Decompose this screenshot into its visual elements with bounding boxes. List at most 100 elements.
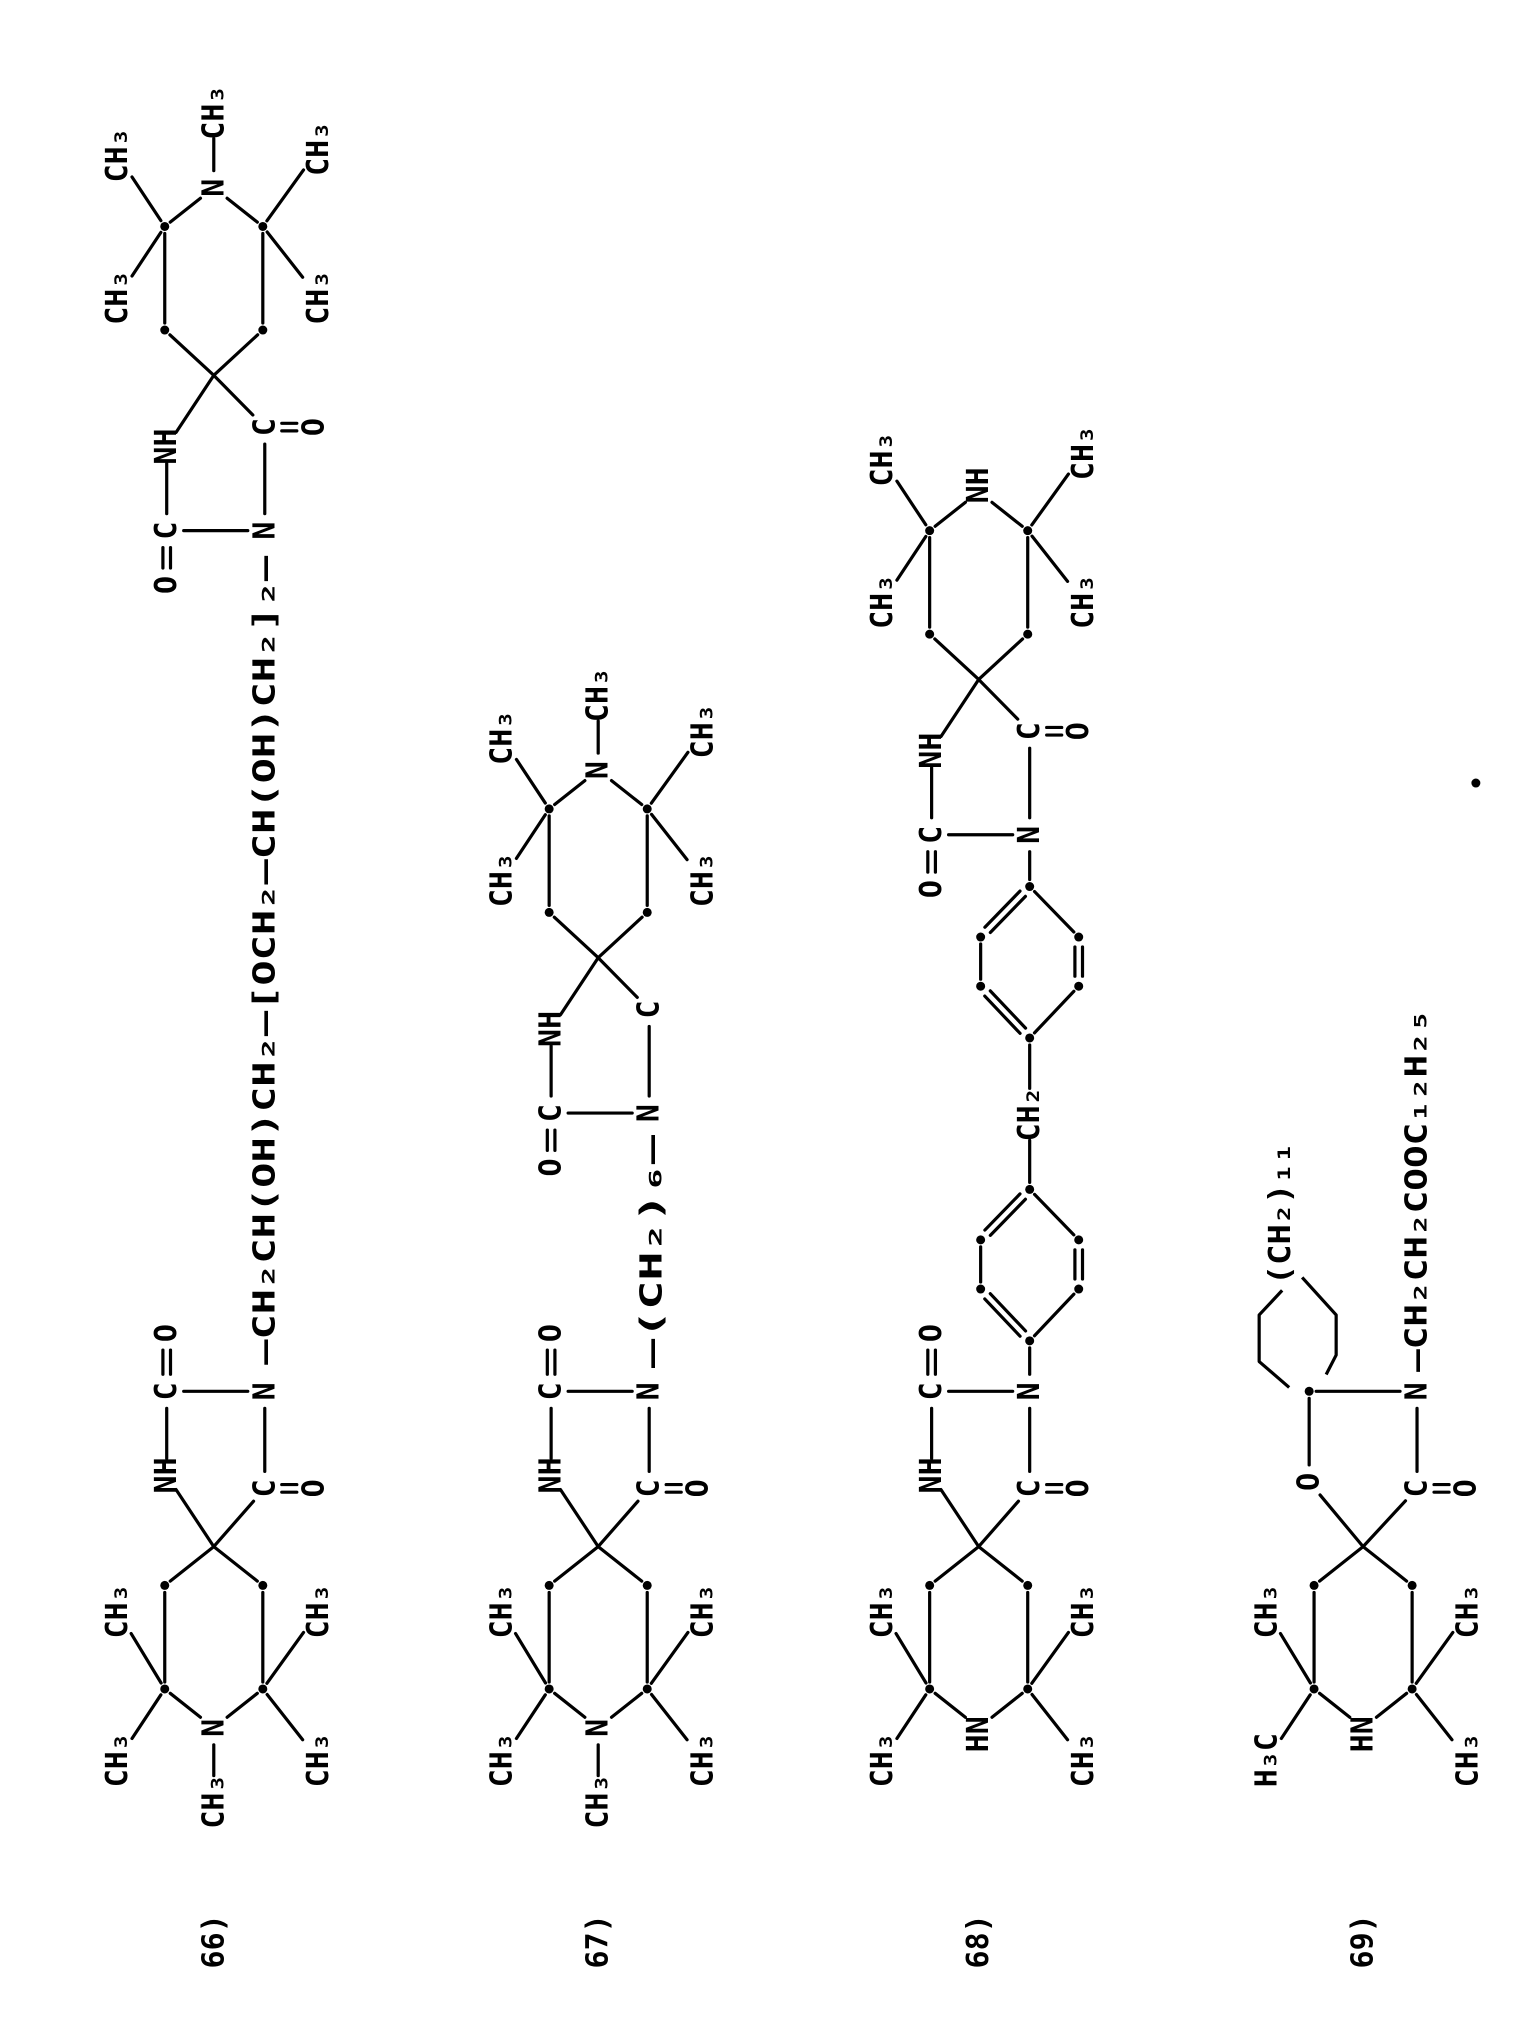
atom-dot — [1074, 982, 1083, 991]
methyl-label: CH₃ — [686, 1733, 721, 1787]
atom-dot — [976, 933, 985, 942]
atom-dot — [925, 1684, 934, 1693]
bond-line — [1035, 1194, 1074, 1234]
n-methyl-label: CH₃ — [196, 1774, 231, 1828]
bond-line — [1416, 1632, 1453, 1683]
atom-dot — [1023, 1684, 1032, 1693]
atom-dot — [1074, 933, 1083, 942]
bond-line — [554, 917, 598, 958]
carbonyl-oxygen-label: O — [296, 1479, 331, 1497]
carbonyl-carbon-label: C — [914, 826, 949, 844]
carbonyl-carbon-label: C — [149, 1382, 184, 1400]
atom-dot — [643, 1581, 652, 1590]
carbonyl-carbon-label: C — [1012, 722, 1047, 740]
bond-line — [131, 1634, 161, 1683]
bond-line — [176, 375, 214, 432]
atom-dot — [1471, 779, 1480, 788]
bond-line — [1281, 1695, 1310, 1739]
carbonyl-oxygen-label: O — [681, 1479, 716, 1497]
atom-dot — [545, 1684, 554, 1693]
carbonyl-oxygen-label: O — [149, 576, 184, 594]
bond-line — [170, 335, 214, 376]
stray-dot — [1471, 779, 1480, 788]
methyl-label: CH₃ — [100, 1733, 135, 1787]
bond-line — [1320, 1693, 1350, 1717]
methyl-label: CH₃ — [301, 271, 336, 325]
imide-nitrogen-label: N — [632, 1382, 667, 1400]
atom-dot — [976, 1285, 985, 1294]
atom-dot — [1023, 526, 1032, 535]
atom-dot — [1074, 1235, 1083, 1244]
compound-67-number: 67) — [581, 1914, 616, 1968]
methyl-label: CH₃ — [686, 704, 721, 758]
methyl-label: CH₃ — [485, 853, 520, 907]
nh-label: NH — [534, 1457, 569, 1493]
bond-line — [979, 639, 1023, 680]
compound-66-right-unit: CH₃CH₃CH₃CH₃NCH₃NHCONCO — [100, 86, 336, 595]
bond-line — [1034, 991, 1073, 1033]
ring-nh-label: HN — [961, 1716, 996, 1752]
carbonyl-carbon-label: C — [534, 1104, 569, 1122]
atom-dot — [925, 1581, 934, 1590]
methyl-label: CH₃ — [485, 1733, 520, 1787]
bond-line — [267, 1694, 303, 1739]
methyl-label: CH₃ — [686, 853, 721, 907]
carbonyl-carbon-label: C — [247, 418, 282, 436]
atom-dot — [258, 326, 267, 335]
ring-nh-label: NH — [961, 467, 996, 503]
compound-67-right-unit: CH₃CH₃CH₃CH₃NCH₃NHCONC — [485, 668, 721, 1177]
bond-line — [935, 502, 965, 526]
carbonyl-oxygen-label: O — [914, 1324, 949, 1342]
bond-line — [170, 1547, 214, 1581]
bond-line — [1280, 1634, 1310, 1683]
compound-number-label: 67) — [581, 1914, 616, 1968]
imide-nitrogen-label: N — [1012, 1382, 1047, 1400]
atom-dot — [1025, 1033, 1034, 1042]
bond-line — [935, 639, 979, 680]
compound-68-left-unit: CH₃CH₃CH₃CH₃HNNHCONCO — [865, 1324, 1101, 1787]
bond-line — [979, 679, 1018, 719]
methyl-label: CH₃ — [301, 122, 336, 176]
atom-dot — [545, 804, 554, 813]
methyl-label: CH₃ — [865, 432, 900, 486]
bond-line — [516, 759, 545, 803]
methyl-label: CH₃ — [485, 711, 520, 765]
bond-line — [555, 1547, 599, 1581]
carbonyl-carbon-label: C — [632, 1479, 667, 1497]
methyl-label: CH₃ — [1066, 426, 1101, 480]
atom-dot — [1025, 1185, 1034, 1194]
bond-line — [267, 1632, 304, 1683]
bond-line — [214, 335, 258, 376]
ring-nitrogen-label: N — [196, 1719, 231, 1737]
bond-line — [1363, 1547, 1407, 1581]
methyl-label: CH₃ — [1066, 1584, 1101, 1638]
compound-number-label: 68) — [961, 1914, 996, 1968]
atom-dot — [160, 326, 169, 335]
nh-label: NH — [914, 733, 949, 769]
carbonyl-carbon-label: C — [247, 1479, 282, 1497]
bond-line — [516, 1695, 545, 1739]
benzene-ring — [976, 1185, 1083, 1345]
benzene-ring — [976, 882, 1083, 1042]
bond-line — [560, 1490, 598, 1547]
atom-dot — [1408, 1684, 1417, 1693]
bond-line — [1416, 1694, 1452, 1739]
methyl-label: CH₃ — [1451, 1584, 1486, 1638]
bond-line — [1363, 1501, 1405, 1547]
methyl-label: CH₃ — [1066, 575, 1101, 629]
bond-line — [1320, 1547, 1364, 1581]
n-methyl-label: CH₃ — [196, 86, 231, 140]
methyl-label: CH₃ — [100, 271, 135, 325]
atom-dot — [1023, 1581, 1032, 1590]
bond-line — [132, 1695, 161, 1739]
bond-line — [992, 502, 1022, 526]
compound-68-number: 68) — [961, 1914, 996, 1968]
n-methyl-label: CH₃ — [581, 668, 616, 722]
ring-nh-label: HN — [1346, 1716, 1381, 1752]
atom-dot — [1310, 1684, 1319, 1693]
nh-label: NH — [914, 1457, 949, 1493]
bond-line — [897, 481, 926, 525]
nh-label: NH — [534, 1011, 569, 1047]
carbonyl-oxygen-label: O — [534, 1324, 569, 1342]
atom-dot — [1025, 1336, 1034, 1345]
